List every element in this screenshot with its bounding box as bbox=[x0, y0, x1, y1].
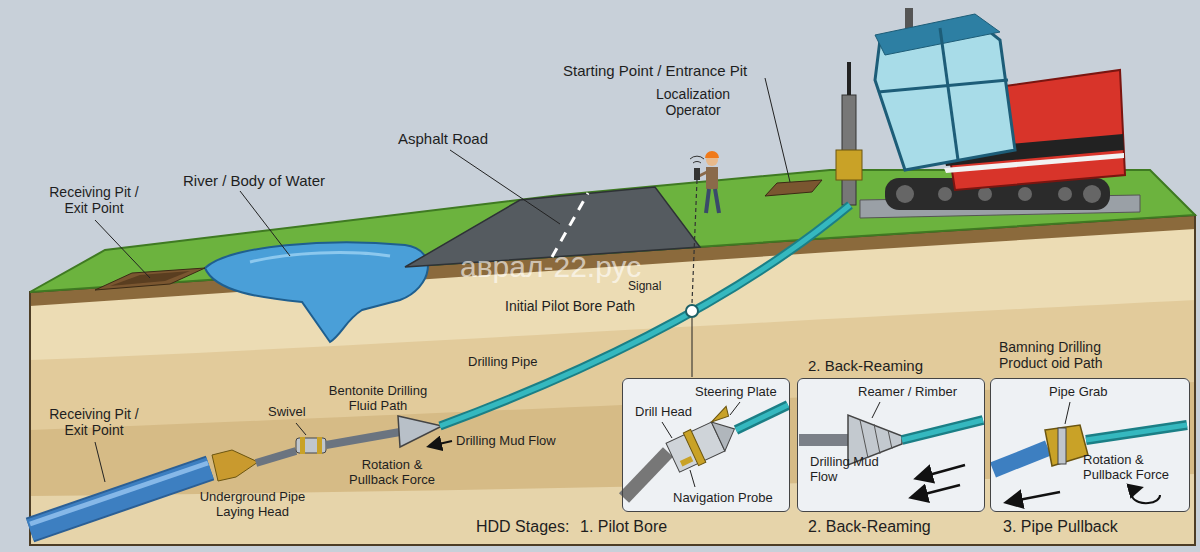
stage-caption: HDD Stages: bbox=[476, 518, 569, 536]
inset-panel: Steering PlateDrill HeadNavigation Probe bbox=[622, 378, 790, 512]
watermark: аврал-22.рус bbox=[460, 250, 641, 285]
flow-label: Drilling Mud Flow bbox=[456, 434, 556, 449]
callout-label: Swivel bbox=[268, 405, 306, 420]
callout-label: Receiving Pit / Exit Point bbox=[38, 184, 150, 216]
stage-caption: 2. Back-Reaming bbox=[808, 518, 931, 536]
part-label: Drill Head bbox=[635, 405, 692, 420]
path-label: Initial Pilot Bore Path bbox=[505, 298, 635, 314]
inset-panel: 2. Back-ReamingReamer / RimberDrilling M… bbox=[797, 378, 985, 512]
panel-heading: Bamning Drilling Product oid Path bbox=[999, 339, 1119, 371]
callout-label: Asphalt Road bbox=[398, 130, 488, 147]
force-label: Rotation & Pullback Force bbox=[1083, 453, 1183, 483]
callout-label: Localization Operator bbox=[638, 86, 748, 118]
stage-caption: 3. Pipe Pullback bbox=[1003, 518, 1118, 536]
part-label: Navigation Probe bbox=[673, 491, 773, 506]
panel-heading: 2. Back-Reaming bbox=[808, 357, 923, 374]
part-label: Pipe Grab bbox=[1049, 385, 1108, 400]
inset-panel: Bamning Drilling Product oid PathPipe Gr… bbox=[990, 378, 1190, 512]
callout-label: Bentonite Drilling Fluid Path bbox=[318, 384, 438, 414]
force-label: Rotation & Pullback Force bbox=[342, 458, 442, 488]
part-label: Reamer / Rimber bbox=[858, 385, 957, 400]
callout-label: Starting Point / Entrance Pit bbox=[563, 62, 747, 79]
callout-label: Underground Pipe Laying Head bbox=[195, 490, 310, 520]
callout-label: River / Body of Water bbox=[183, 172, 325, 189]
flow-label: Drilling Mud Flow bbox=[810, 455, 895, 485]
part-label: Steering Plate bbox=[695, 385, 777, 400]
callout-label: Receiving Pit / Exit Point bbox=[38, 406, 150, 438]
stage-caption: 1. Pilot Bore bbox=[580, 518, 667, 536]
path-label: Drilling Pipe bbox=[468, 355, 537, 370]
